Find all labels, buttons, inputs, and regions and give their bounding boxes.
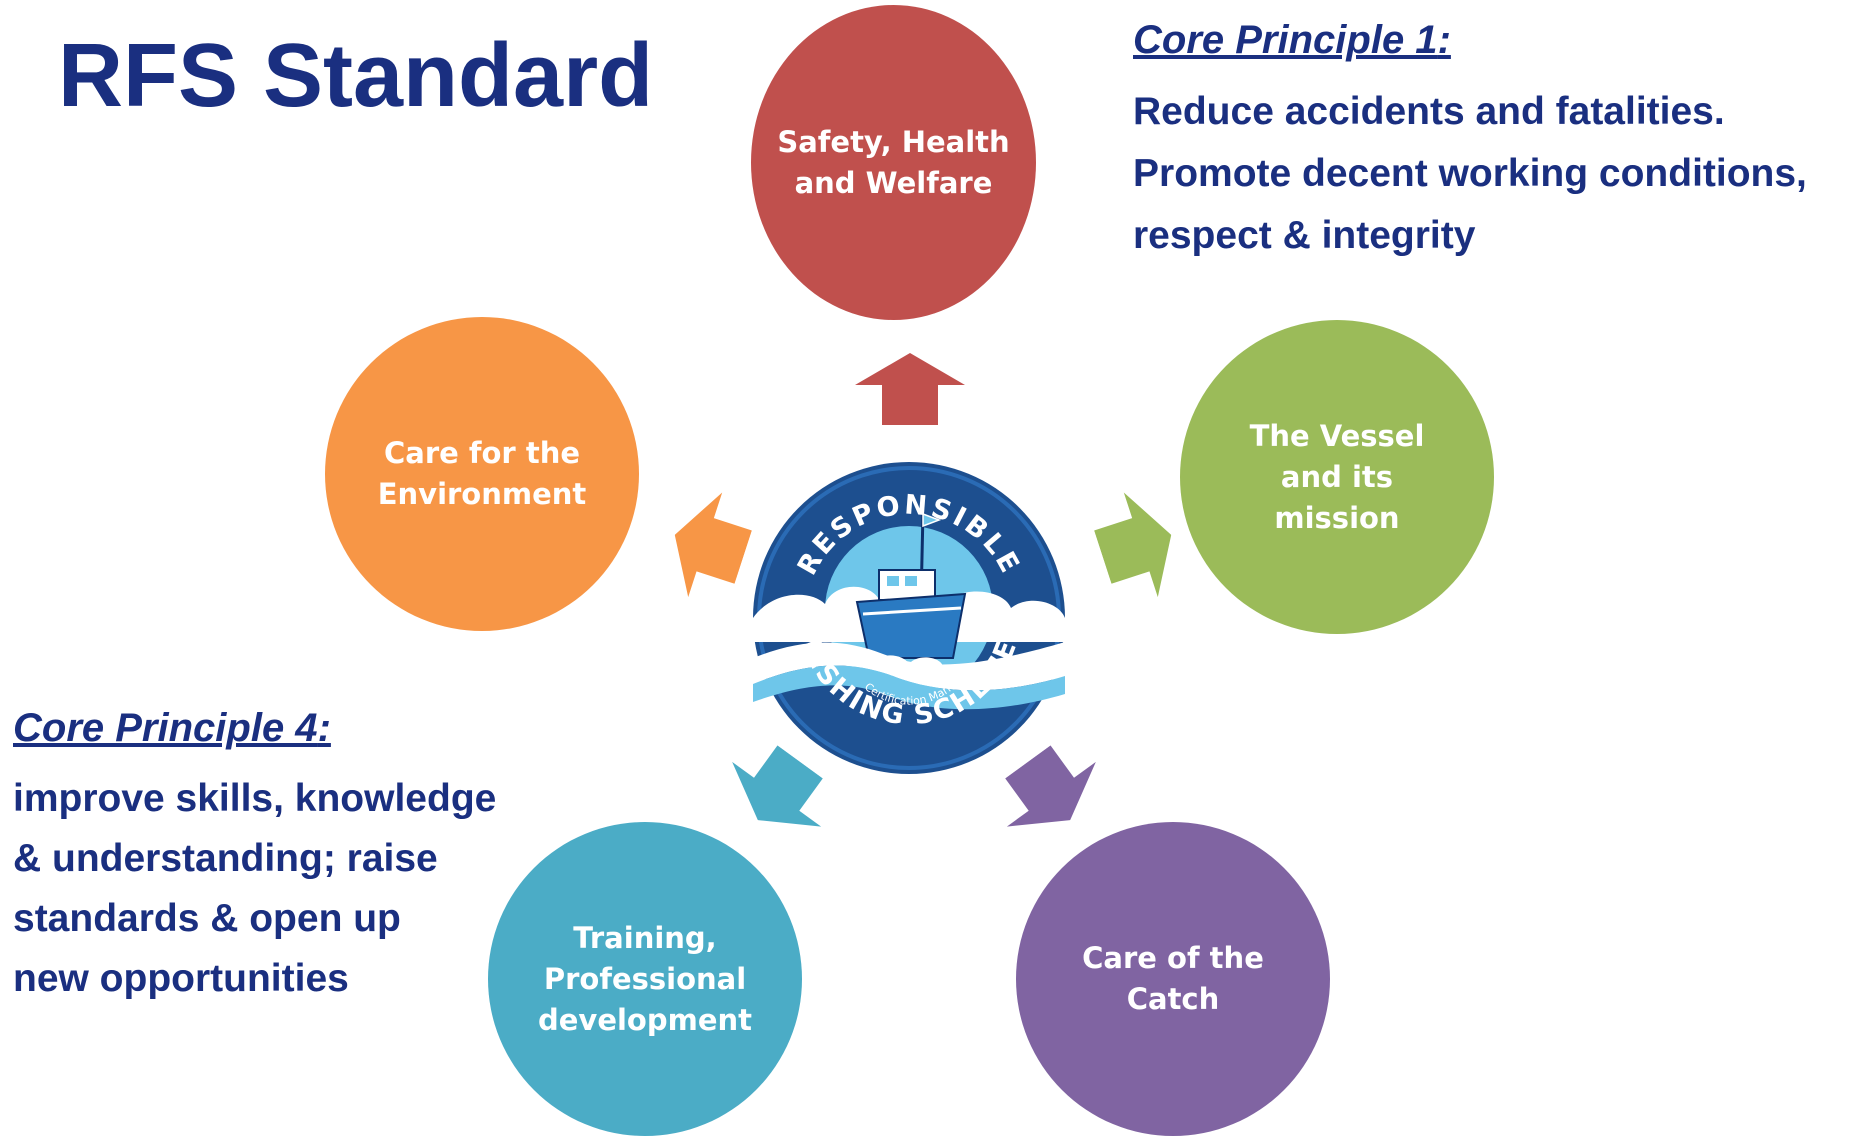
arrow-to-training: [713, 730, 844, 853]
node-label: and its: [1280, 459, 1394, 494]
core-principle-4-line: & understanding; raise: [13, 837, 438, 880]
node-vessel-mission: The Vessel and its mission: [1180, 320, 1494, 634]
node-training-development: Training, Professional development: [488, 822, 802, 1136]
node-care-for-environment: Care for the Environment: [325, 317, 639, 631]
node-label: Environment: [377, 477, 587, 511]
core-principle-4-line: new opportunities: [13, 957, 349, 1000]
arrow-to-vessel: [1086, 483, 1188, 610]
rfs-logo: RESPONSIBLE FISHING SCHEME Certification…: [753, 462, 1065, 774]
core-principle-1: Core Principle 1: Reduce accidents and f…: [1133, 18, 1807, 267]
arrow-to-catch: [983, 730, 1114, 853]
diagram-title: RFS Standard: [58, 26, 654, 126]
node-label: Safety, Health: [777, 124, 1010, 159]
core-principle-4-heading: Core Principle 4:: [13, 706, 331, 750]
node-label: The Vessel: [1249, 418, 1425, 453]
boat-icon: [855, 511, 967, 659]
node-safety-health-welfare: Safety, Health and Welfare: [751, 5, 1036, 320]
core-principle-1-line: respect & integrity: [1133, 214, 1476, 257]
core-principle-1-line: Promote decent working conditions,: [1133, 152, 1807, 195]
arrow-to-safety: [855, 353, 965, 425]
core-principle-1-line: Reduce accidents and fatalities.: [1133, 90, 1725, 133]
node-label: Training,: [573, 920, 717, 955]
core-principle-4: Core Principle 4: improve skills, knowle…: [13, 706, 496, 1009]
node-label: Catch: [1126, 982, 1220, 1016]
rfs-logo-graphic: RESPONSIBLE FISHING SCHEME Certification…: [753, 462, 1065, 774]
core-principle-4-line: improve skills, knowledge: [13, 777, 497, 820]
core-principle-1-heading: Core Principle 1:: [1133, 18, 1451, 62]
node-care-of-catch: Care of the Catch: [1016, 822, 1330, 1136]
core-principle-4-line: standards & open up: [13, 897, 401, 940]
node-label: and Welfare: [794, 165, 993, 200]
node-label: Care for the: [383, 436, 581, 470]
arrow-to-environment: [658, 483, 760, 610]
node-label: development: [537, 1002, 753, 1037]
node-label: mission: [1274, 500, 1400, 535]
node-label: Care of the: [1082, 941, 1264, 975]
node-label: Professional: [543, 961, 747, 996]
